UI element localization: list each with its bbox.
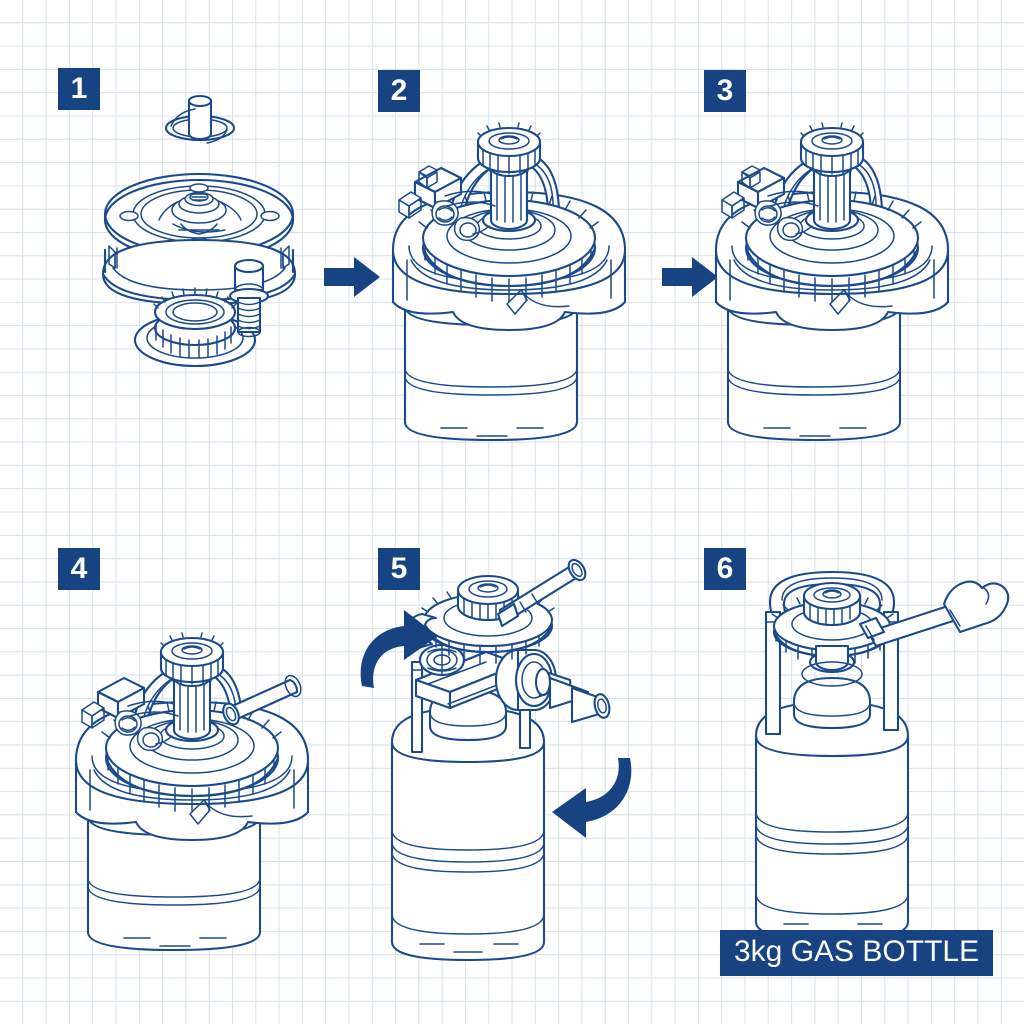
step-badge-4: 4: [58, 548, 100, 590]
gear-wheel: [771, 581, 894, 687]
top-cap-plate-part: [103, 172, 295, 262]
valve-block: [398, 165, 496, 242]
bottle-body: [754, 676, 910, 942]
step-badge-3: 3: [704, 70, 746, 112]
valve-block: [81, 676, 179, 752]
step-badge-5: 5: [378, 548, 420, 590]
step-4-illustration: [58, 620, 328, 960]
step-panel-2: 2: [340, 0, 680, 470]
step-5-illustration: [350, 552, 650, 972]
step-badge-1: 1: [58, 68, 100, 110]
hose-outlet: [494, 648, 611, 724]
pipe-stub-part: [222, 674, 302, 726]
flow-arrow-2-to-3: [662, 257, 718, 297]
rotate-arrow-right: [552, 758, 632, 838]
step-panel-4: 4: [0, 512, 340, 1024]
threaded-bolt-part: [228, 258, 270, 338]
flow-arrow-1-to-2: [324, 257, 380, 297]
rotate-arrow-left: [360, 610, 438, 688]
left-knob: [418, 643, 466, 677]
upper-tube: [496, 558, 587, 628]
step-1-illustration: [95, 90, 335, 390]
step-panel-3: 3: [680, 0, 1024, 470]
step-badge-2: 2: [378, 70, 420, 112]
step-2-illustration: [385, 110, 645, 450]
regulator-head: [476, 122, 542, 233]
step-6-illustration: [708, 550, 1010, 950]
step-badge-6: 6: [704, 548, 746, 590]
valve-pin-part: [164, 94, 236, 144]
regulator-head: [159, 632, 225, 743]
bottle-body: [86, 814, 262, 952]
bottle-body: [390, 688, 546, 962]
step-panel-6: 6: [680, 512, 1024, 1024]
splined-gear-hub-part: [133, 287, 257, 368]
regulator-head: [799, 122, 865, 233]
step-panel-1: 1: [0, 0, 340, 470]
wrench: [858, 580, 1010, 648]
caption-label: 3kg GAS BOTTLE: [720, 930, 994, 976]
step-3-illustration: [708, 110, 968, 450]
bottle-body: [403, 304, 579, 442]
valve-block: [721, 165, 819, 242]
step-panel-5: 5: [340, 512, 680, 1024]
